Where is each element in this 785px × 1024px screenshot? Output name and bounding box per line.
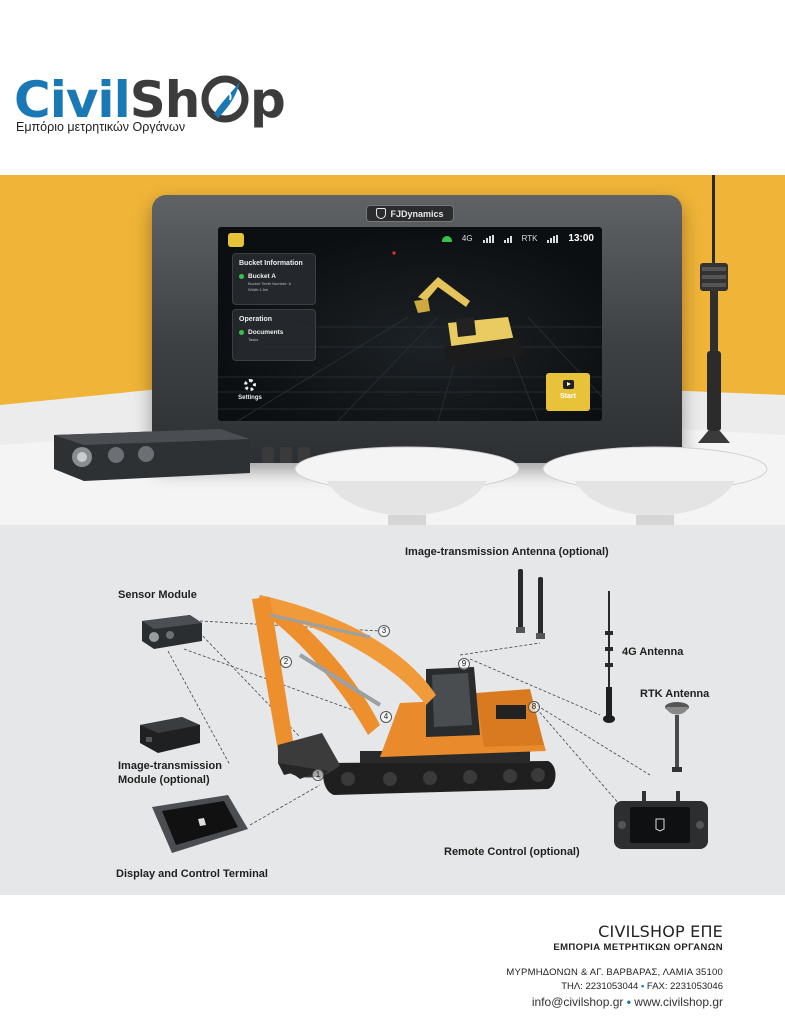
footer-company-name: CIVILSHOP ΕΠΕ xyxy=(598,922,723,941)
logo-wordmark: CivilSh xyxy=(14,70,201,130)
net-4g-label: 4G xyxy=(461,234,473,243)
marker-8: 8 xyxy=(528,701,540,713)
footer-separator: • xyxy=(640,981,645,992)
civilshop-logo[interactable]: CivilSh p Εμπόριο μετρητικών Οργάνων xyxy=(14,70,286,140)
gnss-antenna-left-icon xyxy=(294,446,520,525)
logo-tagline: Εμπόριο μετρητικών Οργάνων xyxy=(16,120,186,134)
marker-9: 9 xyxy=(458,658,470,670)
marker-1: 1 xyxy=(312,769,324,781)
rtk-antenna-icon xyxy=(665,702,689,772)
display-terminal-device: FJDynamics 4G RTK 13:00 Bucket xyxy=(152,195,682,463)
wifi-signal-icon xyxy=(503,235,512,243)
label-image-transmission-module: Image-transmission Module (optional) xyxy=(118,760,222,786)
settings-label: Settings xyxy=(238,395,262,401)
marker-4: 4 xyxy=(380,711,392,723)
footer-email-link[interactable]: info@civilshop.gr xyxy=(531,995,624,1009)
logo-sh-text: Sh xyxy=(129,71,201,129)
start-button[interactable]: Start xyxy=(546,373,590,411)
operation-panel[interactable]: Operation Documents Tasks xyxy=(232,309,316,361)
label-sensor-module: Sensor Module xyxy=(118,589,197,601)
logo-p-text: p xyxy=(250,71,286,129)
footer-subtitle: ΕΜΠΟΡΙΑ ΜΕΤΡΗΤΙΚΩΝ ΟΡΓΑΝΩΝ xyxy=(553,942,723,953)
status-dot-icon xyxy=(239,273,244,279)
label-image-transmission-antenna: Image-transmission Antenna (optional) xyxy=(405,546,609,558)
label-remote-control: Remote Control (optional) xyxy=(444,846,580,858)
logo-civil-text: Civil xyxy=(14,71,131,129)
label-4g-antenna: 4G Antenna xyxy=(622,646,684,658)
components-diagram: Image-transmission Antenna (optional) Se… xyxy=(0,525,785,895)
remote-control-icon xyxy=(614,791,708,849)
image-transmission-module-icon xyxy=(140,717,200,753)
operation-title: Operation xyxy=(239,316,273,323)
status-bar: 4G RTK 13:00 xyxy=(441,233,594,244)
start-label: Start xyxy=(560,393,576,400)
gear-icon xyxy=(244,379,256,391)
net-rtk-label: RTK xyxy=(521,234,538,243)
4g-antenna-icon xyxy=(603,591,615,723)
footer-fax: FAX: 2231053046 xyxy=(646,981,723,992)
footer-web: info@civilshop.gr • www.civilshop.gr xyxy=(506,995,723,1009)
fjdynamics-badge-icon xyxy=(376,208,387,219)
mast-antenna-icon xyxy=(698,175,730,443)
bucket-detail-2: Width:1.5m xyxy=(248,287,269,292)
label-display-terminal: Display and Control Terminal xyxy=(116,868,268,880)
brand-plate: FJDynamics xyxy=(366,205,454,222)
documents-item[interactable]: Documents xyxy=(239,329,309,336)
documents-sub: Tasks xyxy=(248,337,259,342)
app-logo-icon xyxy=(228,233,244,247)
brand-plate-text: FJDynamics xyxy=(390,208,444,219)
company-footer: CIVILSHOP ΕΠΕ ΕΜΠΟΡΙΑ ΜΕΤΡΗΤΙΚΩΝ ΟΡΓΑΝΩΝ… xyxy=(506,922,723,1009)
image-transmission-antenna-icon xyxy=(516,569,545,639)
clock-time: 13:00 xyxy=(568,233,594,244)
play-icon xyxy=(562,380,574,389)
floor-grid-graphic xyxy=(218,251,602,421)
footer-address: ΜΥΡΜΗΔΟΝΩΝ & ΑΓ. ΒΑΡΒΑΡΑΣ, ΛΑΜΙΑ 35100 xyxy=(506,967,723,978)
excavator-model-graphic xyxy=(414,277,524,367)
settings-button[interactable]: Settings xyxy=(230,377,270,411)
sensor-module-device xyxy=(54,429,250,481)
sensor-module-icon xyxy=(142,615,202,649)
bucket-detail-1: Bucket Teeth Number: 6 xyxy=(248,281,291,286)
globe-plumb-icon xyxy=(201,75,249,123)
footer-phone-fax: ΤΗΛ: 2231053044 • FAX: 2231053046 xyxy=(506,981,723,992)
excavator-illustration xyxy=(252,595,556,795)
label-rtk-antenna: RTK Antenna xyxy=(640,688,710,700)
bucket-panel-title: Bucket Information xyxy=(239,260,303,267)
status-dot-icon xyxy=(239,329,244,335)
gnss-antenna-right-icon xyxy=(542,446,768,525)
footer-tel: ΤΗΛ: 2231053044 xyxy=(561,981,639,992)
terminal-screen: 4G RTK 13:00 Bucket Information Bucket A… xyxy=(218,227,602,421)
hero-product-photo: FJDynamics 4G RTK 13:00 Bucket xyxy=(0,175,785,525)
signal-rtk-icon xyxy=(547,234,559,243)
marker-3: 3 xyxy=(378,625,390,637)
marker-2: 2 xyxy=(280,656,292,668)
display-terminal-icon xyxy=(152,795,248,853)
signal-4g-icon xyxy=(482,234,494,243)
footer-separator: • xyxy=(626,995,631,1009)
bucket-info-panel[interactable]: Bucket Information Bucket A Bucket Teeth… xyxy=(232,253,316,305)
bucket-name: Bucket A xyxy=(239,273,309,280)
footer-website-link[interactable]: www.civilshop.gr xyxy=(634,995,723,1009)
satellite-status-icon xyxy=(441,235,452,242)
